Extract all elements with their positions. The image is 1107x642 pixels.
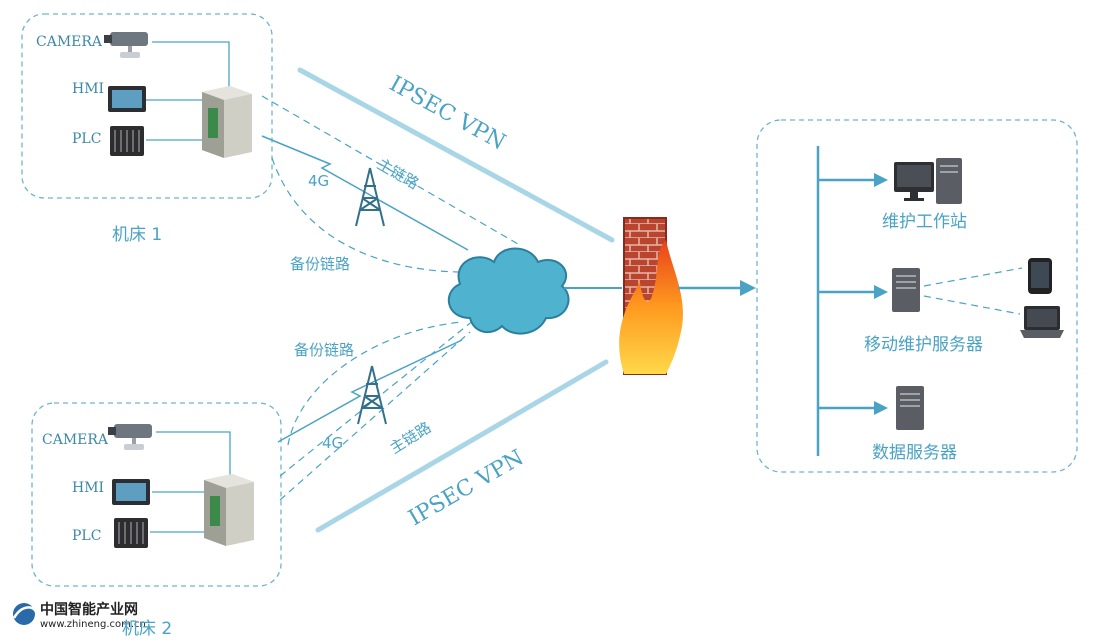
cloud-icon xyxy=(447,247,570,335)
camera-icon xyxy=(108,424,152,450)
workstation-label: 维护工作站 xyxy=(882,212,967,232)
site1-hmi-label: HMI xyxy=(72,81,104,97)
site1-plc-label: PLC xyxy=(72,131,101,147)
gateway-icon xyxy=(202,86,252,158)
plc-icon xyxy=(110,126,144,156)
phone-icon xyxy=(1028,258,1052,294)
arrow-to-datacenter xyxy=(678,280,756,296)
site1-vpn-label: IPSEC VPN xyxy=(385,71,509,155)
site1-camera-label: CAMERA xyxy=(36,34,103,50)
hmi-icon xyxy=(112,479,150,505)
mobile-server-label: 移动维护服务器 xyxy=(864,335,983,355)
server-icon xyxy=(896,386,924,430)
4g-links xyxy=(261,135,469,443)
site2-plc-label: PLC xyxy=(72,528,101,544)
site2-4g-label: 4G xyxy=(322,434,343,452)
site2-vpn-line xyxy=(315,359,609,533)
site1-name: 机床 1 xyxy=(112,225,162,245)
site2-main-link-label: 主链路 xyxy=(387,418,435,457)
site2-box xyxy=(31,402,282,587)
site1-box xyxy=(21,13,273,199)
site2-wires xyxy=(150,431,231,533)
gateway-icon xyxy=(204,474,254,546)
hmi-icon xyxy=(108,86,146,112)
camera-icon xyxy=(104,32,148,58)
datacenter-box xyxy=(756,119,1078,473)
tower-icon xyxy=(357,365,387,425)
bus-arrowheads xyxy=(874,173,888,415)
watermark-logo xyxy=(12,603,38,625)
workstation-icon xyxy=(894,158,962,204)
site1-4g-label: 4G xyxy=(308,172,329,190)
server-icon xyxy=(892,268,920,312)
site2-name: 机床 2 xyxy=(122,619,172,639)
site2-backup-link-label: 备份链路 xyxy=(294,341,354,359)
laptop-icon xyxy=(1020,306,1064,338)
site1-backup-link-label: 备份链路 xyxy=(290,255,350,273)
site1-main-link-label: 主链路 xyxy=(374,155,422,193)
data-server-label: 数据服务器 xyxy=(872,443,957,463)
mobile-dashed-links xyxy=(923,267,1023,315)
watermark-name: 中国智能产业网 xyxy=(40,601,138,618)
watermark-url: www.zhineng.com.cn xyxy=(40,619,146,630)
site2-camera-label: CAMERA xyxy=(42,432,109,448)
site2-vpn-label: IPSEC VPN xyxy=(405,445,529,531)
tower-icon xyxy=(355,167,385,227)
site1-vpn-line xyxy=(297,67,615,243)
plc-icon xyxy=(114,518,148,548)
site2-hmi-label: HMI xyxy=(72,480,104,496)
datacenter-bus xyxy=(816,146,876,456)
firewall-icon xyxy=(619,217,683,375)
site1-wires xyxy=(146,41,230,141)
